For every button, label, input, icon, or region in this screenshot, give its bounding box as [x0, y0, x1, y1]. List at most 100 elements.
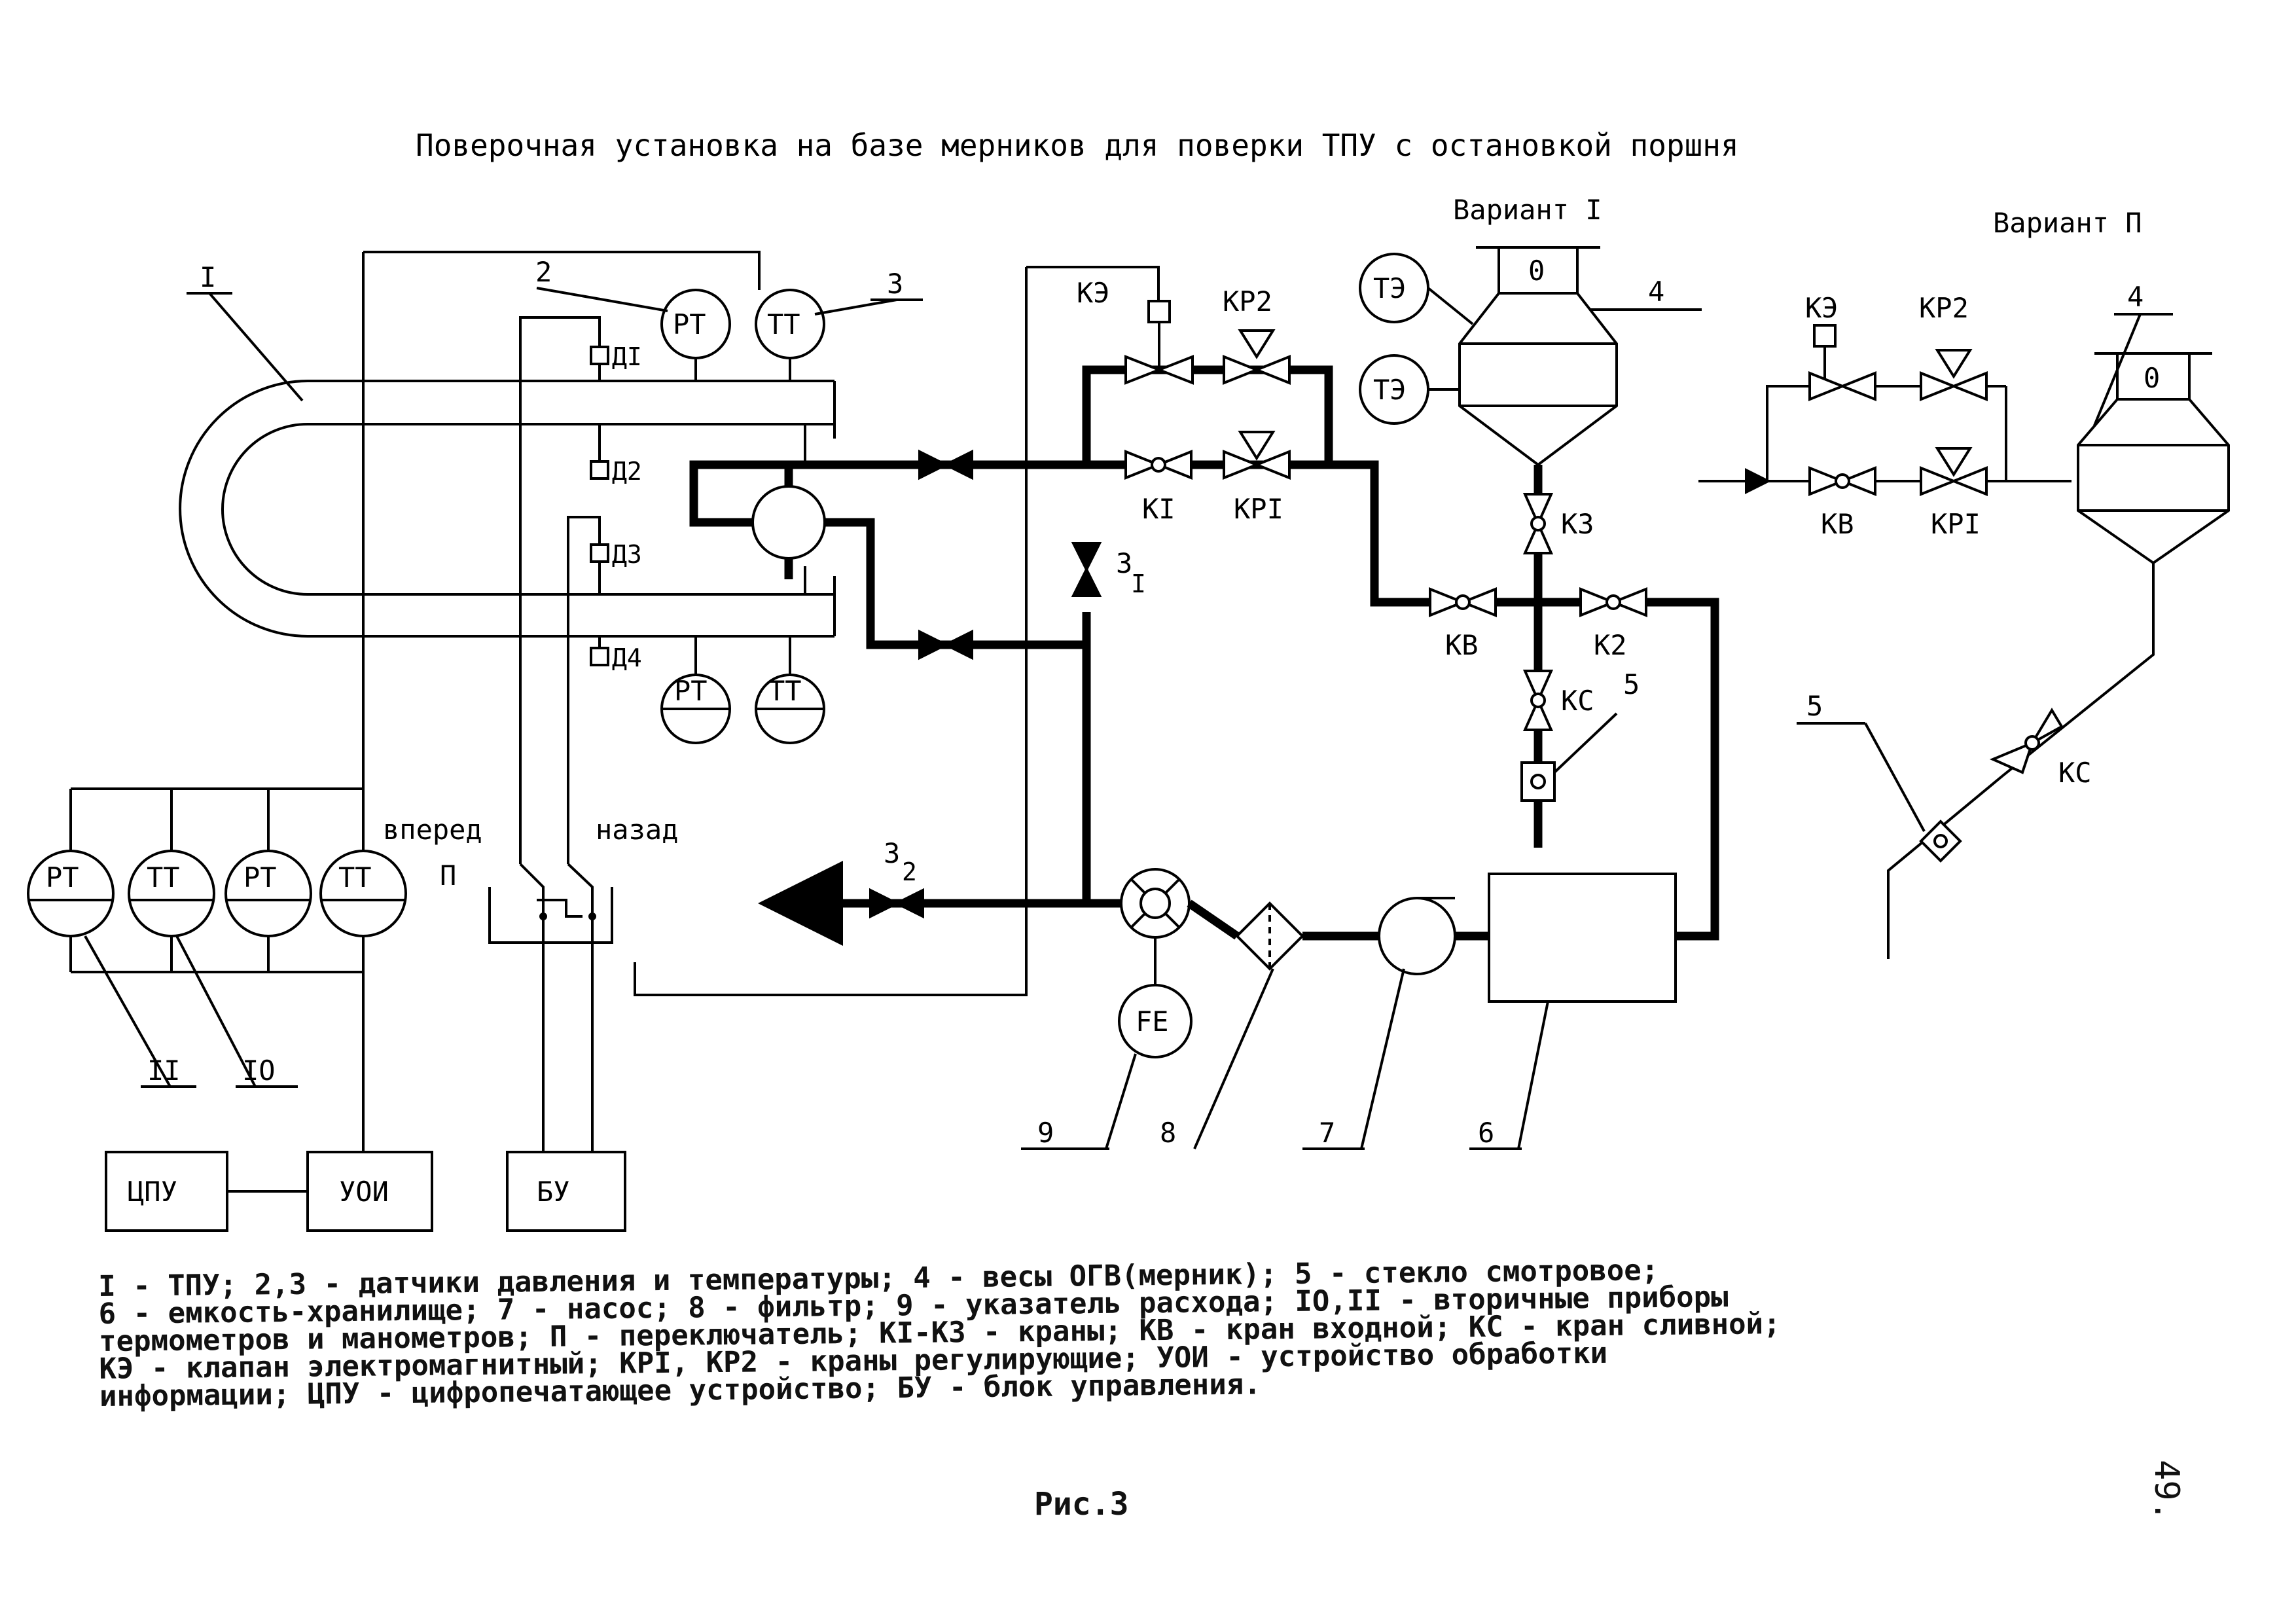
- temperature-transmitter-top: ТТ: [755, 289, 825, 359]
- pressure-transmitter-top: РТ: [660, 289, 731, 359]
- label-z2: З: [884, 837, 900, 869]
- label-kr2: КР2: [1223, 285, 1272, 317]
- callout-leader-1: [208, 292, 304, 402]
- temperature-transmitter-bottom: ТТ: [755, 674, 825, 744]
- svg-text:ЦПУ: ЦПУ: [128, 1176, 177, 1208]
- callout-5a: 5: [1623, 668, 1640, 700]
- label-z2-sub: 2: [902, 857, 917, 886]
- callout-6: 6: [1478, 1117, 1494, 1149]
- variant-2-manifold-in: [1766, 385, 1810, 482]
- signal-wire-top: [363, 251, 761, 290]
- callout-2: 2: [535, 256, 552, 288]
- label-z1-sub: I: [1131, 569, 1146, 598]
- shutoff-valve-lower[interactable]: [918, 629, 973, 660]
- svg-text:РТ: РТ: [46, 861, 79, 893]
- direction-switch[interactable]: [488, 863, 613, 944]
- valve-z1[interactable]: [1071, 542, 1102, 597]
- switch-id-label: П: [440, 859, 456, 892]
- v2-drain-valve-ks[interactable]: [1989, 708, 2064, 774]
- pipe-to-lower-line: [825, 518, 1091, 649]
- weighing-tank-variant-2: 0: [2077, 352, 2230, 565]
- callout-leader-7: [1360, 968, 1405, 1149]
- v2-inlet-valve-kv[interactable]: [1808, 466, 1876, 496]
- detector-d1: ДI: [590, 342, 642, 371]
- valve-k1[interactable]: [1124, 450, 1193, 480]
- callout-leader-9: [1105, 1053, 1137, 1149]
- flow-meter: [1120, 868, 1191, 939]
- svg-text:FE: FE: [1136, 1005, 1169, 1038]
- detector-wire-lower: [567, 516, 601, 864]
- label-z1: З: [1116, 547, 1132, 579]
- solenoid-valve-ke[interactable]: [1124, 300, 1194, 385]
- label-k1: КI: [1142, 493, 1175, 525]
- v2-control-valve-kr1[interactable]: [1920, 447, 1988, 496]
- drain-valve-ks[interactable]: [1522, 670, 1554, 731]
- inlet-valve-kv[interactable]: [1429, 587, 1497, 617]
- secondary-temperature-gauge-2: ТТ: [319, 789, 407, 972]
- callout-5b: 5: [1806, 690, 1823, 722]
- callout-leader-6: [1517, 1001, 1549, 1149]
- label-kv: КВ: [1445, 629, 1479, 661]
- callout-leader-8: [1193, 968, 1274, 1149]
- control-valve-kr2[interactable]: [1223, 329, 1291, 385]
- callout-11: II: [147, 1055, 181, 1087]
- svg-text:0: 0: [2144, 362, 2160, 394]
- callout-leader-3: [814, 298, 897, 316]
- svg-text:ТЭ: ТЭ: [1373, 272, 1407, 304]
- prover-pipe-upper: [689, 460, 793, 527]
- svg-text:БУ: БУ: [537, 1176, 570, 1208]
- svg-text:ТТ: ТТ: [767, 308, 800, 340]
- solenoid-wire: [1026, 266, 1160, 301]
- svg-text:Д4: Д4: [612, 643, 642, 672]
- flow-indicator-fe: FE: [1118, 984, 1193, 1058]
- valve-k3[interactable]: [1522, 493, 1554, 554]
- legend: I - ТПУ; 2,3 - датчики давления и темпер…: [98, 1253, 2063, 1413]
- shutoff-valve-upper[interactable]: [918, 449, 973, 480]
- svg-text:УОИ: УОИ: [339, 1176, 389, 1208]
- weighing-tank-variant-1: 0: [1458, 246, 1618, 467]
- pump: [1378, 897, 1456, 975]
- v2-control-valve-kr2[interactable]: [1920, 349, 1988, 401]
- callout-leader-11: [84, 935, 171, 1087]
- v2-label-kr1: КРI: [1931, 508, 1981, 540]
- detector-d4: Д4: [590, 643, 642, 672]
- control-valve-kr1[interactable]: [1223, 431, 1291, 480]
- figure-caption: Рис.3: [1034, 1486, 1129, 1523]
- callout-9: 9: [1037, 1117, 1054, 1149]
- v2-label-kv: КВ: [1821, 508, 1854, 540]
- diagram-title: Поверочная установка на базе мерников дл…: [416, 128, 1739, 163]
- secondary-pressure-gauge-1: РТ: [27, 789, 115, 972]
- valve-k2[interactable]: [1579, 587, 1647, 617]
- thermometer-te-2: ТЭ: [1359, 354, 1429, 425]
- callout-7: 7: [1319, 1117, 1335, 1149]
- svg-text:Д2: Д2: [612, 457, 642, 486]
- callout-leader-4b: [2093, 314, 2142, 426]
- v2-solenoid-valve-ke[interactable]: [1808, 324, 1876, 401]
- detector-wire-upper: [519, 316, 601, 864]
- svg-text:РТ: РТ: [674, 675, 708, 707]
- v2-label-ke: КЭ: [1805, 292, 1839, 324]
- svg-text:ТЭ: ТЭ: [1373, 374, 1407, 406]
- secondary-temperature-gauge-1: ТТ: [128, 789, 215, 972]
- detector-d3: Д3: [590, 540, 642, 569]
- block-uoi: УОИ: [306, 1151, 433, 1232]
- four-way-valve[interactable]: [751, 485, 826, 560]
- svg-text:ТТ: ТТ: [147, 861, 180, 893]
- label-k3: К3: [1561, 508, 1594, 540]
- variant-2-drain-pipe: [1887, 563, 2155, 959]
- callout-10: IO: [242, 1055, 276, 1087]
- label-kr1: КРI: [1234, 493, 1283, 525]
- valve-z2[interactable]: [869, 888, 924, 919]
- thermometer-te-1: ТЭ: [1359, 253, 1429, 323]
- callout-8: 8: [1160, 1117, 1176, 1149]
- pipe-flowmeter: [1086, 899, 1240, 940]
- filter: [1235, 901, 1304, 971]
- detector-d2: Д2: [590, 457, 642, 486]
- secondary-pressure-gauge-2: РТ: [224, 789, 312, 972]
- block-cpu: ЦПУ: [105, 1151, 228, 1232]
- callout-leader-10: [175, 935, 257, 1087]
- svg-text:ТТ: ТТ: [338, 861, 372, 893]
- label-k2: К2: [1594, 629, 1627, 661]
- pressure-transmitter-bottom: РТ: [660, 674, 731, 744]
